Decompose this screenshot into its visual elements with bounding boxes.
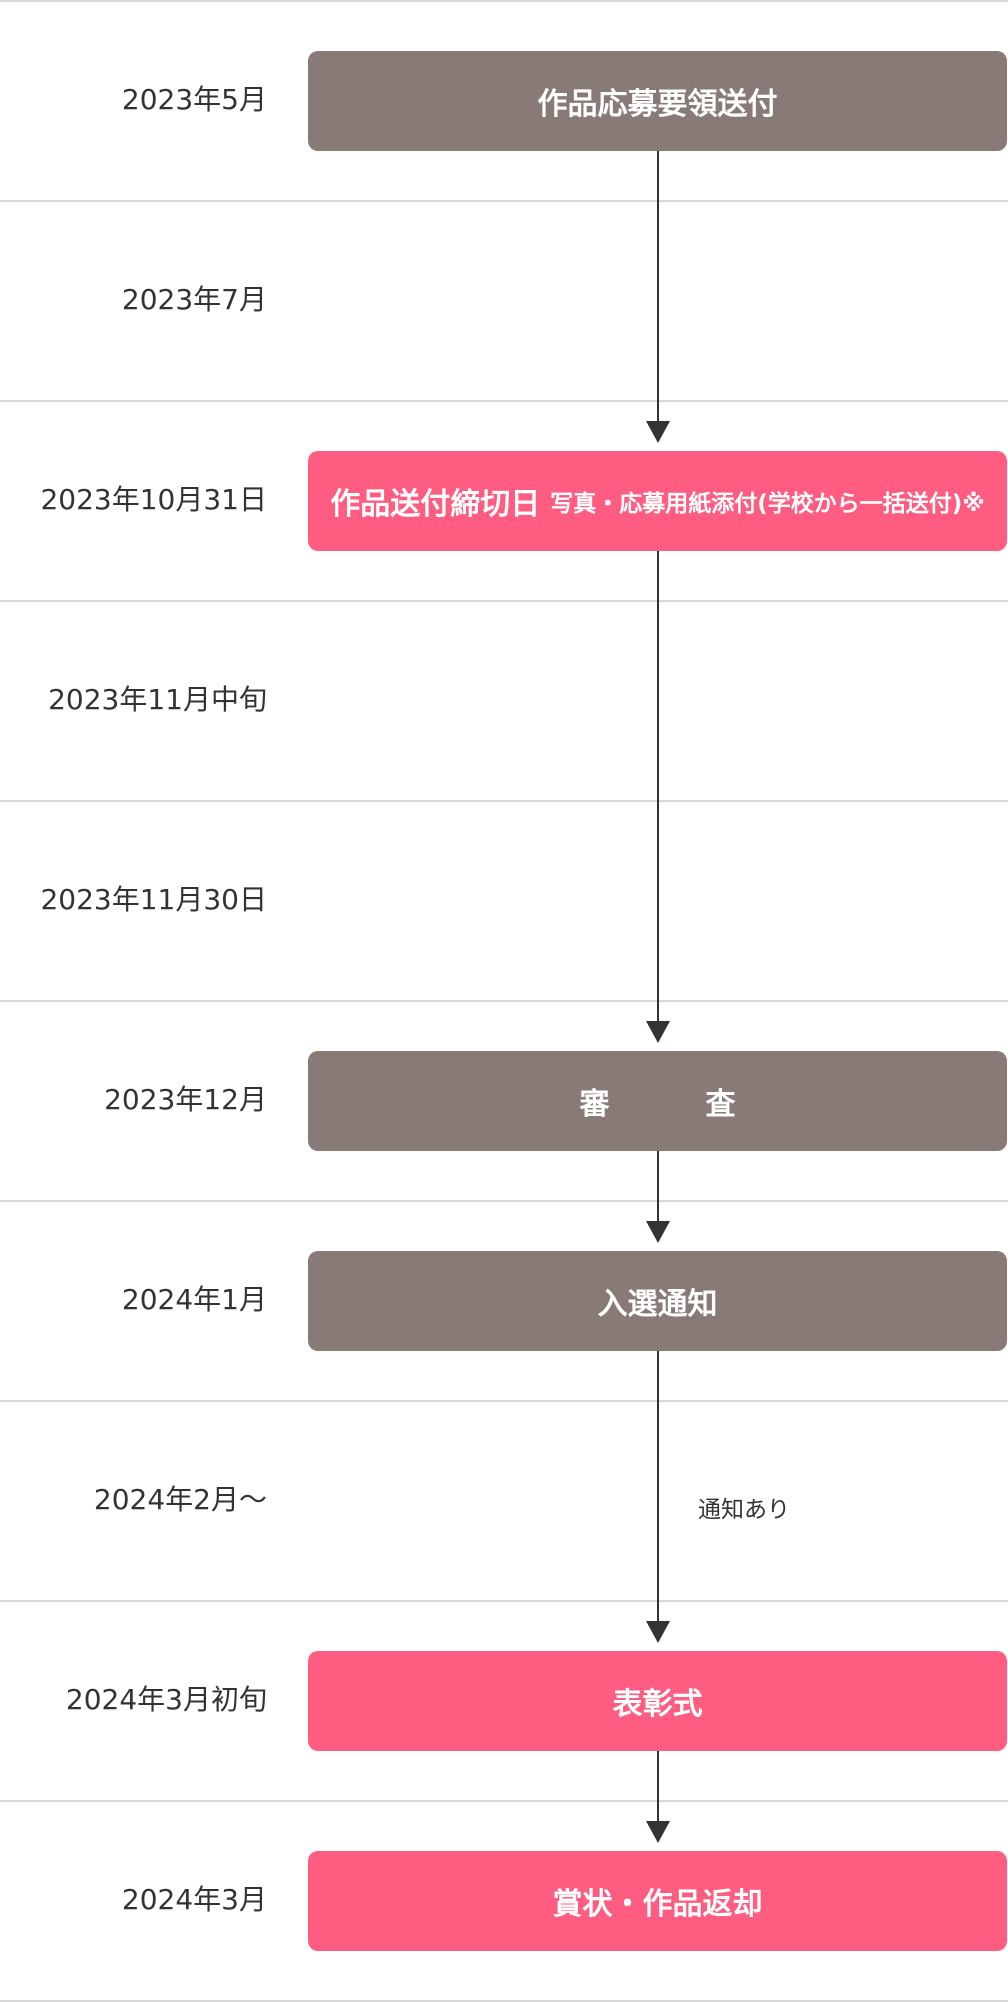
arrow-down-icon bbox=[646, 1221, 670, 1243]
step-label: 表彰式 bbox=[612, 1687, 703, 1722]
row-date: 2023年12月 bbox=[104, 1083, 267, 1116]
row-date: 2024年3月 bbox=[121, 1883, 267, 1916]
step-sublabel: 写真・応募用紙添付(学校から一括送付)※ bbox=[550, 491, 985, 517]
schedule-step-box: 賞状・作品返却 bbox=[308, 1851, 1007, 1951]
row-divider bbox=[0, 1600, 1008, 1602]
row-divider bbox=[0, 1000, 1008, 1002]
schedule-step-box: 作品送付締切日写真・応募用紙添付(学校から一括送付)※ bbox=[308, 451, 1007, 551]
connector-line bbox=[657, 151, 659, 423]
schedule-step-box: 表彰式 bbox=[308, 1651, 1007, 1751]
arrow-down-icon bbox=[646, 421, 670, 443]
row-date: 2023年7月 bbox=[121, 283, 267, 316]
schedule-step-box: 作品応募要領送付 bbox=[308, 51, 1007, 151]
arrow-down-icon bbox=[646, 1021, 670, 1043]
step-label: 入選通知 bbox=[597, 1287, 718, 1322]
row-divider bbox=[0, 600, 1008, 602]
arrow-down-icon bbox=[646, 1621, 670, 1643]
step-label: 審査 bbox=[579, 1087, 832, 1122]
row-divider bbox=[0, 200, 1008, 202]
connector-line bbox=[657, 1751, 659, 1823]
row-divider bbox=[0, 800, 1008, 802]
row-divider bbox=[0, 1400, 1008, 1402]
row-divider bbox=[0, 400, 1008, 402]
step-label: 作品応募要領送付 bbox=[537, 87, 778, 122]
row-date: 2023年11月30日 bbox=[40, 883, 267, 916]
step-note: 通知あり bbox=[698, 1497, 790, 1523]
row-divider bbox=[0, 0, 1008, 2]
row-date: 2024年1月 bbox=[121, 1283, 267, 1316]
schedule-step-box: 入選通知 bbox=[308, 1251, 1007, 1351]
row-date: 2024年3月初旬 bbox=[65, 1683, 267, 1716]
connector-line bbox=[657, 551, 659, 1023]
row-divider bbox=[0, 1200, 1008, 1202]
connector-line bbox=[657, 1351, 659, 1623]
step-label: 賞状・作品返却 bbox=[552, 1887, 763, 1922]
row-date: 2024年2月〜 bbox=[93, 1483, 267, 1516]
arrow-down-icon bbox=[646, 1821, 670, 1843]
row-date: 2023年10月31日 bbox=[40, 483, 267, 516]
step-label: 作品送付締切日 bbox=[330, 487, 541, 522]
row-divider bbox=[0, 2000, 1008, 2002]
row-divider bbox=[0, 1800, 1008, 1802]
row-date: 2023年11月中旬 bbox=[48, 683, 267, 716]
schedule-step-box: 審査 bbox=[308, 1051, 1007, 1151]
connector-line bbox=[657, 1151, 659, 1223]
row-date: 2023年5月 bbox=[121, 83, 267, 116]
